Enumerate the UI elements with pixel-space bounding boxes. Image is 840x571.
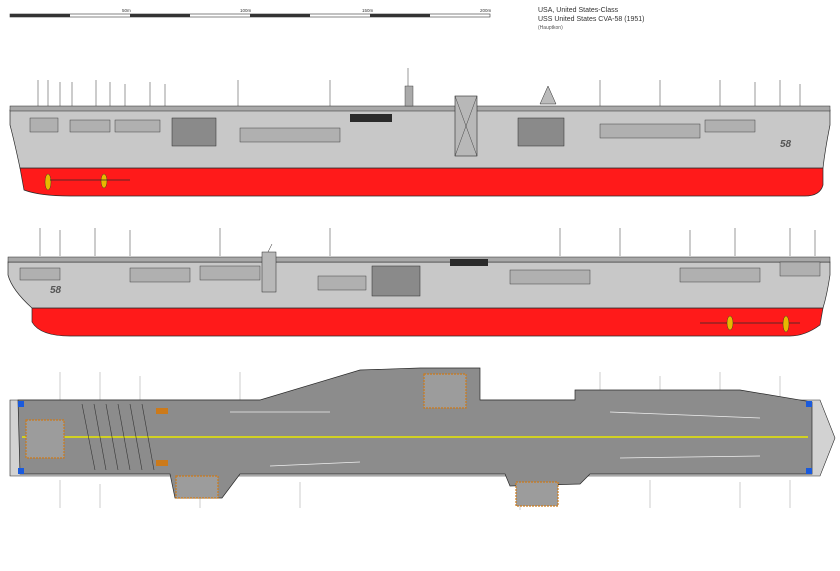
propellers xyxy=(44,173,130,191)
mast xyxy=(404,85,414,107)
propellers xyxy=(700,315,800,333)
antenna-masts xyxy=(37,68,801,112)
elevator-opening xyxy=(371,265,421,297)
catapult-tracks xyxy=(230,411,761,467)
upper-hull xyxy=(9,109,831,169)
elevator-opening xyxy=(171,117,217,147)
hull-number: 58 xyxy=(780,139,792,150)
starboard-profile: 58 xyxy=(9,68,831,197)
hangar-vent xyxy=(450,259,488,266)
gun-sponsons xyxy=(19,261,821,291)
deck-plan xyxy=(9,367,836,510)
mast xyxy=(261,251,277,293)
scale-label-100: 100m xyxy=(240,8,252,13)
title-class: USA, United States-Class xyxy=(538,7,619,14)
title-block: USA, United States-Class USS United Stat… xyxy=(538,6,644,33)
flight-deck-edge xyxy=(7,256,831,263)
lower-hull xyxy=(31,307,824,337)
title-ship: USS United States CVA-58 (1951) xyxy=(538,16,645,23)
deck-elevators xyxy=(25,373,559,507)
elevator-opening xyxy=(517,117,565,147)
port-profile: 58 xyxy=(7,228,831,337)
flight-deck xyxy=(17,367,813,499)
hangar-vent xyxy=(350,114,392,122)
radar-mast xyxy=(539,85,557,105)
lower-hull xyxy=(19,167,824,197)
position-lights xyxy=(18,401,812,474)
landing-lines xyxy=(81,403,155,471)
scale-bar: 50m 100m 150m 200m xyxy=(9,8,492,18)
scale-label-200: 200m xyxy=(480,8,492,13)
scale-label-50: 50m xyxy=(122,8,131,13)
hull-number: 58 xyxy=(50,285,62,296)
title-note: (Hauptkon) xyxy=(538,25,563,31)
flight-deck-edge xyxy=(9,105,831,112)
antenna-masts xyxy=(39,228,816,256)
deck-markers xyxy=(156,408,168,466)
gun-sponsons xyxy=(29,117,756,143)
scale-label-150: 150m xyxy=(362,8,374,13)
